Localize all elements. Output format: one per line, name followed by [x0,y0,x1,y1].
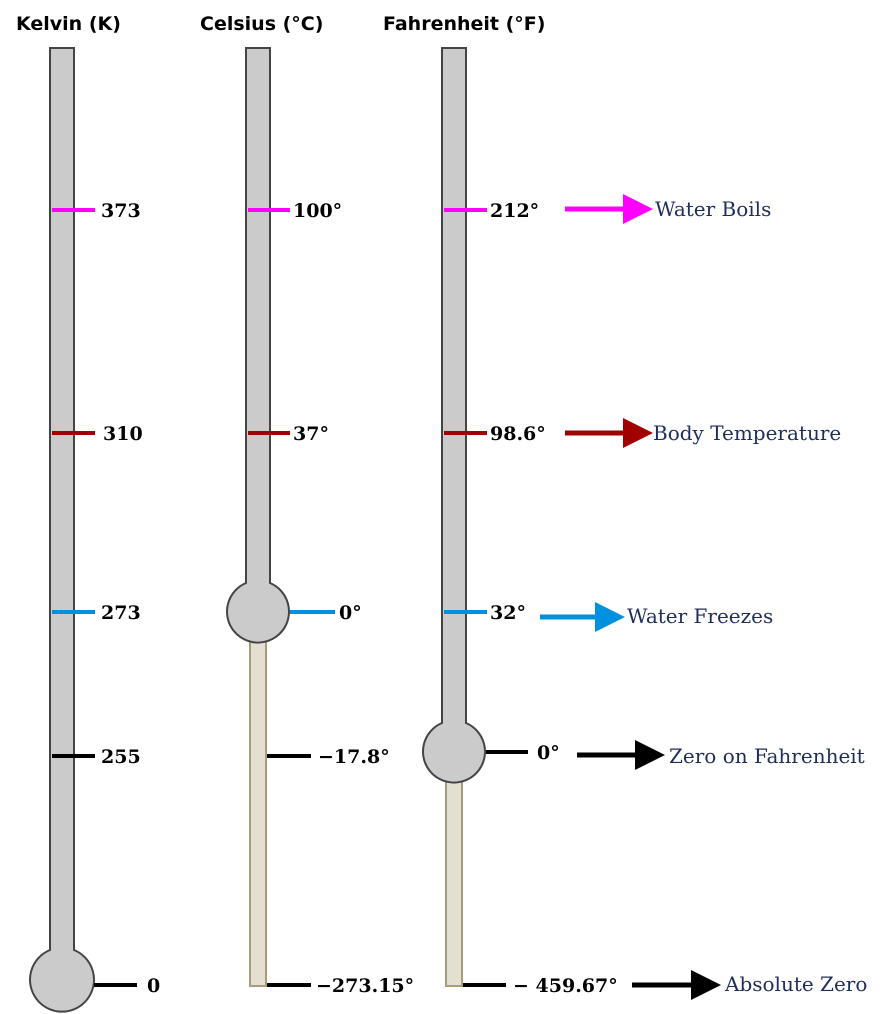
kelvin-absolute-value: 0 [147,975,160,997]
celsius-freezes-value: 0° [339,602,362,624]
kelvin-thermometer [29,47,95,1013]
fahrenheit-freezes-value: 32° [490,602,526,624]
fahrenheit-header: Fahrenheit (°F) [383,13,545,35]
celsius-header: Celsius (°C) [200,13,323,35]
absolute-zero-label: Absolute Zero [724,972,867,996]
fahrenheit-absolute-value: − 459.67° [513,975,618,997]
arrows [540,194,721,1000]
kelvin-header: Kelvin (K) [16,13,121,35]
kelvin-boils-value: 373 [101,200,141,222]
celsius-absolute-value: −273.15° [316,975,414,997]
body-temperature-label: Body Temperature [653,421,841,445]
celsius-body-value: 37° [293,423,329,445]
celsius-thermometer [226,47,290,987]
fahrenheit-body-value: 98.6° [490,423,546,445]
water-boils-label: Water Boils [655,197,771,221]
kelvin-freezes-value: 273 [101,602,141,624]
celsius-zero-f-value: −17.8° [318,746,390,768]
fahrenheit-boils-value: 212° [490,200,539,222]
celsius-boils-value: 100° [293,200,342,222]
zero-fahrenheit-label: Zero on Fahrenheit [669,744,865,768]
water-freezes-label: Water Freezes [627,604,773,628]
kelvin-zero-f-value: 255 [101,746,141,768]
tick-marks [52,208,528,987]
fahrenheit-thermometer [422,47,486,987]
kelvin-body-value: 310 [103,423,143,445]
fahrenheit-zero-f-value: 0° [537,742,560,764]
